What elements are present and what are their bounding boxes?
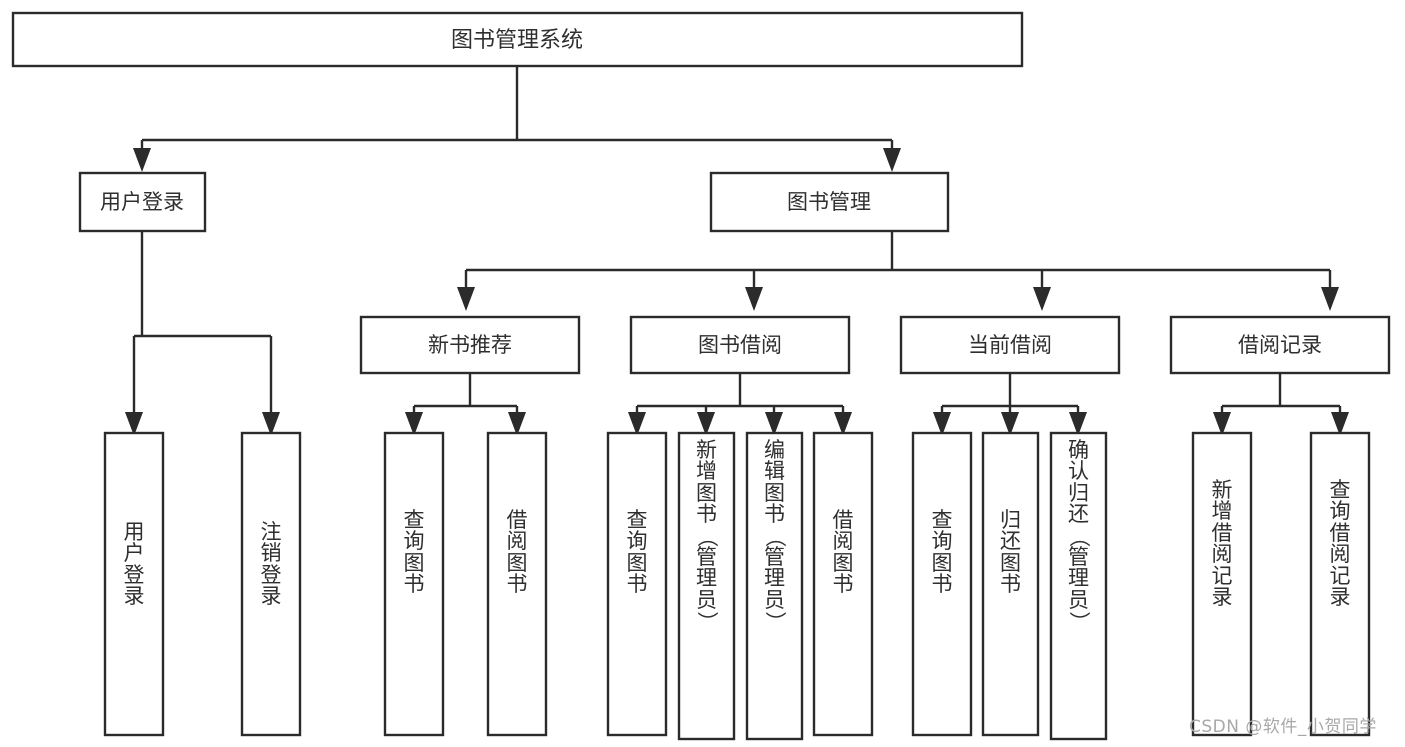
node-book-management[interactable]: 图书管理 [709, 171, 950, 233]
leaf-box-return-book[interactable] [981, 431, 1040, 737]
node-new-book-recommend[interactable]: 新书推荐 [359, 315, 581, 375]
leaf-box-edit-book-admin[interactable] [745, 431, 804, 741]
arrow-book-mgmt-to-current [1033, 287, 1051, 311]
leaf-box-logout[interactable] [240, 431, 302, 737]
leaf-box-add-record[interactable] [1191, 431, 1253, 737]
connector-group-book-mgmt-to-level3 [464, 231, 1332, 287]
node-user-login[interactable]: 用户登录 [78, 171, 207, 233]
node-label-book-borrow: 图书借阅 [698, 333, 782, 357]
leaf-box-confirm-return[interactable] [1049, 431, 1108, 741]
leaf-box-query-book-2[interactable] [606, 431, 668, 737]
node-root-book-management-system[interactable]: 图书管理系统 [11, 11, 1024, 68]
connector-group-borrow-to-leaves [635, 373, 845, 412]
connector-group-records-to-leaves [1220, 373, 1342, 412]
node-label-borrow-records: 借阅记录 [1238, 333, 1322, 357]
arrow-root-to-book-mgmt [883, 148, 901, 172]
node-label-current-borrow: 当前借阅 [968, 333, 1052, 357]
node-borrow-records[interactable]: 借阅记录 [1169, 315, 1391, 375]
node-book-borrow[interactable]: 图书借阅 [629, 315, 851, 375]
connector-group-user-login-to-leaves [132, 231, 273, 412]
arrow-root-to-user-login [133, 148, 151, 172]
arrow-book-mgmt-to-new-book [457, 287, 475, 311]
leaf-box-borrow-book-1[interactable] [486, 431, 548, 737]
leaf-box-query-record[interactable] [1309, 431, 1371, 737]
node-label-new-book-recommend: 新书推荐 [428, 333, 512, 357]
csdn-watermark: CSDN @软件_小贺同学 [1189, 717, 1377, 737]
connector-group-new-book-to-leaves [412, 373, 519, 412]
arrow-book-mgmt-to-borrow [745, 287, 763, 311]
leaf-box-add-book-admin[interactable] [677, 431, 736, 741]
connector-group-root-to-level2 [140, 66, 894, 148]
node-current-borrow[interactable]: 当前借阅 [899, 315, 1121, 375]
node-label-book-management: 图书管理 [787, 190, 871, 214]
leaf-box-query-book-1[interactable] [383, 431, 445, 737]
arrow-book-mgmt-to-records [1321, 287, 1339, 311]
leaf-box-user-login[interactable] [103, 431, 165, 737]
node-label-user-login: 用户登录 [100, 190, 184, 214]
leaf-box-borrow-book-2[interactable] [812, 431, 874, 737]
node-label-root: 图书管理系统 [451, 28, 583, 53]
connector-group-current-to-leaves [940, 373, 1080, 412]
leaf-box-query-book-3[interactable] [911, 431, 973, 737]
